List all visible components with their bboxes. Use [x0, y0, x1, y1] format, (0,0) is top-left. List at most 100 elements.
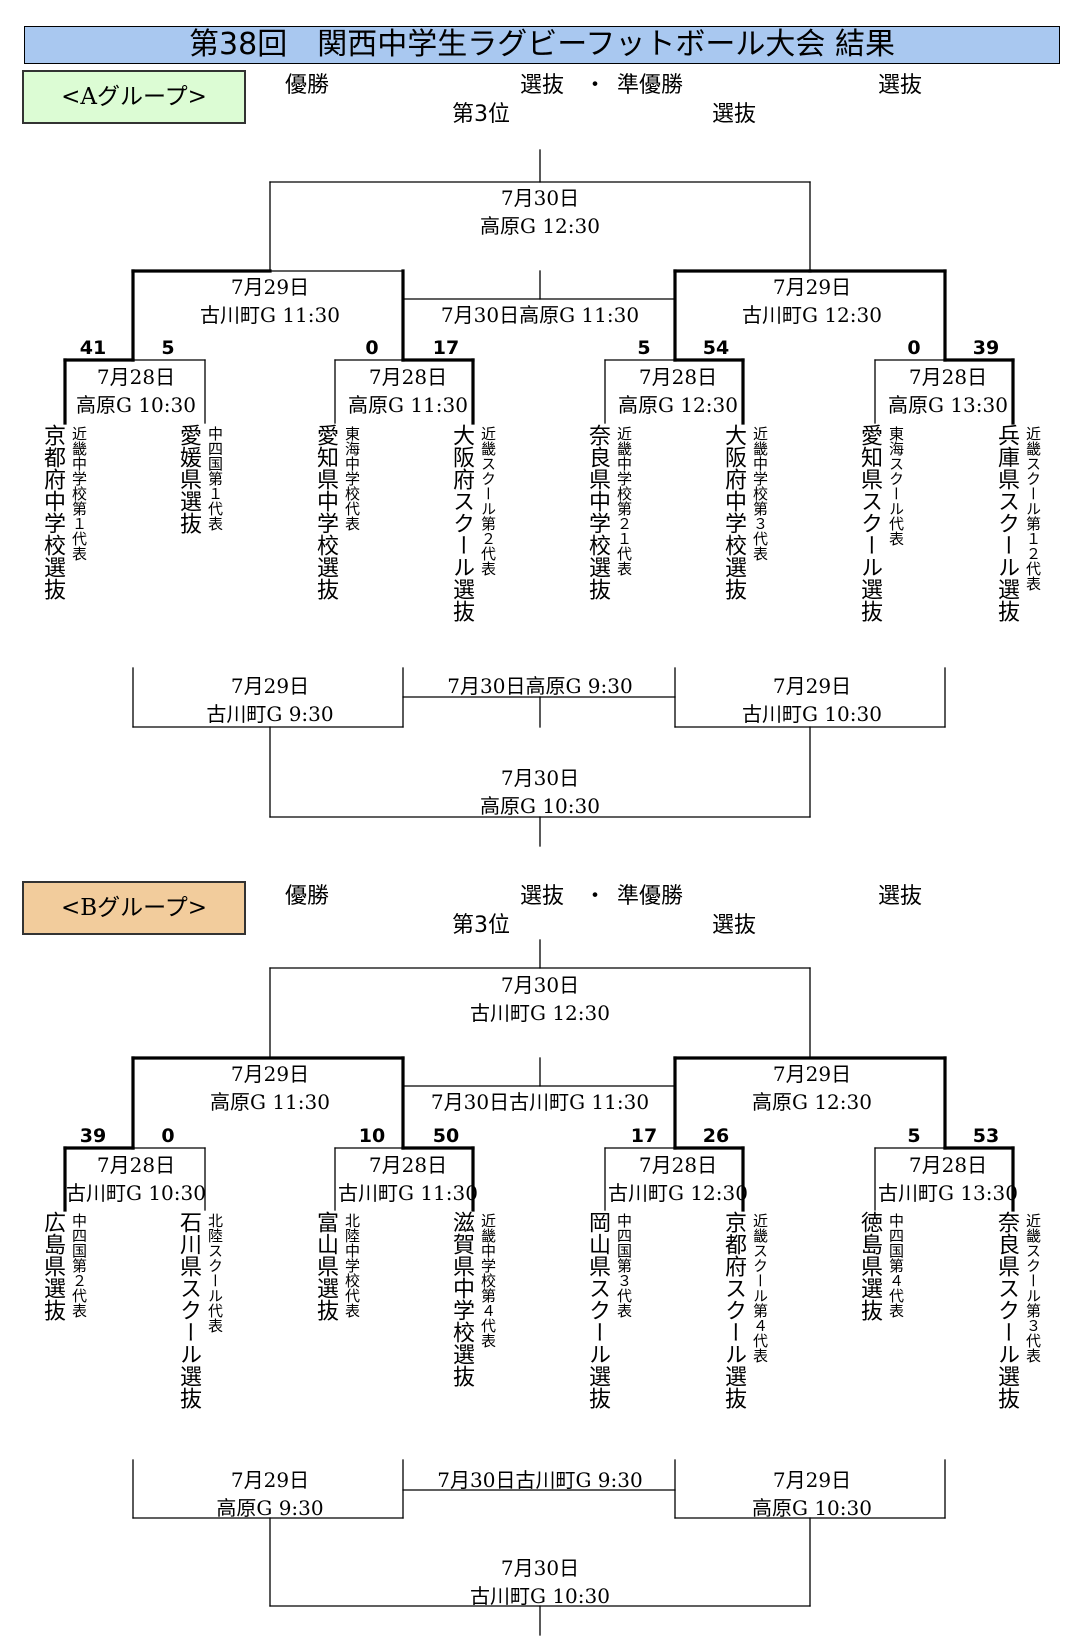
group-b-m1-date: 7月28日	[96, 1153, 176, 1177]
group-b-team-3-name: 富山県選抜	[313, 1211, 338, 1321]
group-b-m2-score-right: 50	[432, 1125, 460, 1147]
group-a-m4-score-right: 39	[972, 337, 1000, 359]
group-b-cons-left-info: 7月29日 高原G 9:30	[170, 1466, 370, 1522]
group-b-bracket-thin	[132, 939, 946, 1211]
group-a-m3-score-right: 54	[702, 337, 730, 359]
group-a-cons-left-venue: 古川町G 9:30	[206, 702, 334, 726]
group-b-team-4-desc: 近畿中学校第４代表	[479, 1213, 497, 1348]
group-b-m1-info: 7月28日 古川町G 10:30	[56, 1151, 216, 1207]
group-b-semi-right-info: 7月29日 高原G 12:30	[712, 1060, 912, 1116]
group-a-final-date: 7月30日	[500, 186, 580, 210]
group-b-team-7-name: 徳島県選抜	[857, 1211, 882, 1321]
group-a-final-venue: 高原G 12:30	[480, 214, 600, 238]
group-b-cons-left-date: 7月29日	[230, 1468, 310, 1492]
group-b-m4-info: 7月28日 古川町G 13:30	[868, 1151, 1028, 1207]
group-a-m2-score-right: 17	[432, 337, 460, 359]
group-a-m4-info: 7月28日 高原G 13:30	[868, 363, 1028, 419]
group-b-m1-score-left: 39	[79, 1125, 107, 1147]
group-a-semi-left-venue: 古川町G 11:30	[200, 303, 340, 327]
group-b-team-7-desc: 中四国第４代表	[887, 1213, 905, 1318]
group-a-team-2-desc: 中四国第１代表	[206, 426, 224, 531]
group-a-team-7-name: 愛知県スクール選抜	[857, 424, 882, 622]
group-a-team-1-desc: 近畿中学校第１代表	[70, 426, 88, 561]
group-a-cons-mid-info: 7月30日高原G 9:30	[447, 674, 633, 698]
group-a-team-7-desc: 東海スクール代表	[887, 426, 905, 546]
group-a-third-label: 第3位	[452, 102, 510, 127]
group-a-bracket-bold	[63, 269, 1015, 425]
group-b-team-8-name: 奈良県スクール選抜	[994, 1211, 1019, 1409]
group-b-cons-final-date: 7月30日	[500, 1556, 580, 1580]
group-a-m2-date: 7月28日	[368, 365, 448, 389]
group-a-m1-info: 7月28日 高原G 10:30	[56, 363, 216, 419]
group-a-m1-venue: 高原G 10:30	[76, 393, 196, 417]
group-b-runner-up-team: 選抜	[878, 884, 923, 909]
group-a-team-4-name: 大阪府スクール選抜	[449, 424, 474, 622]
group-b-winner-label: 優勝	[285, 884, 330, 909]
group-b-m3-score-left: 17	[630, 1125, 658, 1147]
group-b-semi-right-date: 7月29日	[772, 1062, 852, 1086]
group-a-team-3-desc: 東海中学校代表	[343, 426, 361, 531]
group-a-team-4-desc: 近畿スクール第２代表	[479, 426, 497, 576]
group-a-cons-right-info: 7月29日 古川町G 10:30	[712, 672, 912, 728]
group-a-winner-label: 優勝	[285, 73, 330, 98]
group-a-label: <Aグループ>	[22, 70, 246, 124]
group-b-third-place-info: 7月30日古川町G 11:30	[430, 1090, 650, 1114]
group-a-team-8-desc: 近畿スクール第１２代表	[1024, 426, 1042, 591]
group-a-team-6-name: 大阪府中学校選抜	[721, 424, 746, 600]
group-b-m2-venue: 古川町G 11:30	[338, 1181, 478, 1205]
group-a-cons-left-info: 7月29日 古川町G 9:30	[170, 672, 370, 728]
group-a-cons-final-venue: 高原G 10:30	[480, 794, 600, 818]
group-b-m3-score-right: 26	[702, 1125, 730, 1147]
group-b-semi-right-venue: 高原G 12:30	[752, 1090, 872, 1114]
group-a-team-5-name: 奈良県中学校選抜	[585, 424, 610, 600]
group-a-team-5-desc: 近畿中学校第２１代表	[615, 426, 633, 576]
group-b-team-5-desc: 中四国第３代表	[615, 1213, 633, 1318]
group-b-m4-date: 7月28日	[908, 1153, 988, 1177]
group-a-m3-date: 7月28日	[638, 365, 718, 389]
group-b-winner-team: 選抜	[520, 884, 565, 909]
group-b-team-5-name: 岡山県スクール選抜	[585, 1211, 610, 1409]
group-a-cons-right-venue: 古川町G 10:30	[742, 702, 882, 726]
group-a-m2-score-left: 0	[365, 337, 379, 359]
group-a-m3-score-left: 5	[637, 337, 651, 359]
group-b-team-2-name: 石川県スクール選抜	[176, 1211, 201, 1409]
group-a-semi-right-date: 7月29日	[772, 275, 852, 299]
group-b-semi-left-info: 7月29日 高原G 11:30	[170, 1060, 370, 1116]
group-b-cons-final-venue: 古川町G 10:30	[470, 1584, 610, 1608]
group-b-cons-right-date: 7月29日	[772, 1468, 852, 1492]
group-b-m4-score-right: 53	[972, 1125, 1000, 1147]
group-b-m3-date: 7月28日	[638, 1153, 718, 1177]
group-b-runner-up-label: 準優勝	[617, 884, 684, 909]
group-b-m3-venue: 古川町G 12:30	[608, 1181, 748, 1205]
group-a-m2-venue: 高原G 11:30	[348, 393, 468, 417]
group-b-m3-info: 7月28日 古川町G 12:30	[598, 1151, 758, 1207]
group-b-m4-score-left: 5	[907, 1125, 921, 1147]
group-a-cons-right-date: 7月29日	[772, 674, 852, 698]
group-b-final-info: 7月30日 古川町G 12:30	[440, 971, 640, 1027]
group-b-team-4-name: 滋賀県中学校選抜	[449, 1211, 474, 1387]
group-a-m4-date: 7月28日	[908, 365, 988, 389]
group-a-winner-team: 選抜	[520, 73, 565, 98]
group-a-team-6-desc: 近畿中学校第３代表	[751, 426, 769, 561]
group-a-team-8-name: 兵庫県スクール選抜	[994, 424, 1019, 622]
group-b-final-date: 7月30日	[500, 973, 580, 997]
group-b-team-8-desc: 近畿スクール第３代表	[1024, 1213, 1042, 1363]
group-b-cons-mid-info: 7月30日古川町G 9:30	[437, 1468, 643, 1492]
page-title: 第38回 関西中学生ラグビーフットボール大会 結果	[24, 26, 1060, 64]
group-b-cons-left-venue: 高原G 9:30	[216, 1496, 324, 1520]
group-b-bracket-bold	[63, 1056, 1015, 1212]
group-a-m1-score-right: 5	[161, 337, 175, 359]
group-a-m1-date: 7月28日	[96, 365, 176, 389]
group-a-m4-score-left: 0	[907, 337, 921, 359]
group-a-runner-up-label: 準優勝	[617, 73, 684, 98]
group-a-team-3-name: 愛知県中学校選抜	[313, 424, 338, 600]
group-a-m4-venue: 高原G 13:30	[888, 393, 1008, 417]
group-b-label: <Bグループ>	[22, 881, 246, 935]
group-b-m2-date: 7月28日	[368, 1153, 448, 1177]
group-a-team-1-name: 京都府中学校選抜	[40, 424, 65, 600]
group-b-cons-right-info: 7月29日 高原G 10:30	[712, 1466, 912, 1522]
group-a-cons-final-info: 7月30日 高原G 10:30	[440, 764, 640, 820]
group-b-team-6-name: 京都府スクール選抜	[721, 1211, 746, 1409]
group-b-final-venue: 古川町G 12:30	[470, 1001, 610, 1025]
